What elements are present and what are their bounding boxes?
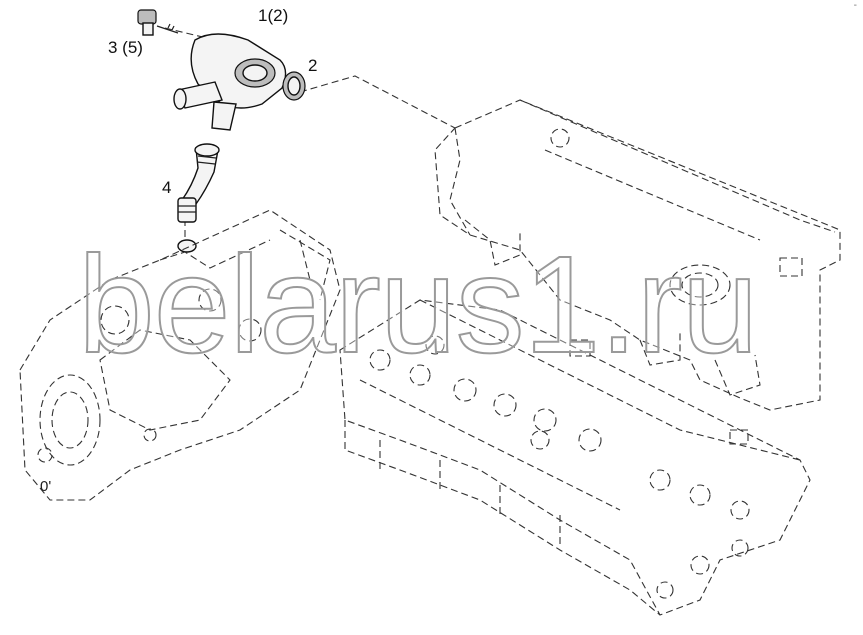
valve-cover bbox=[434, 99, 841, 411]
bolt-part-3 bbox=[137, 9, 179, 36]
watermark-text: belarus1.ru bbox=[77, 228, 759, 382]
callout-part-3: 3 (5) bbox=[108, 38, 143, 57]
filler-housing-part-1 bbox=[173, 33, 287, 131]
seal-ring-part-2 bbox=[282, 71, 306, 101]
cylinder-head bbox=[339, 299, 811, 616]
front-housing bbox=[19, 209, 341, 501]
corner-mark: - bbox=[853, 0, 857, 11]
callout-part-1: 1(2) bbox=[258, 6, 289, 25]
hose-part-4 bbox=[177, 143, 220, 253]
edge-fragment-label: 0' bbox=[40, 478, 52, 495]
callout-part-4: 4 bbox=[162, 178, 172, 197]
callout-part-2: 2 bbox=[308, 56, 318, 75]
